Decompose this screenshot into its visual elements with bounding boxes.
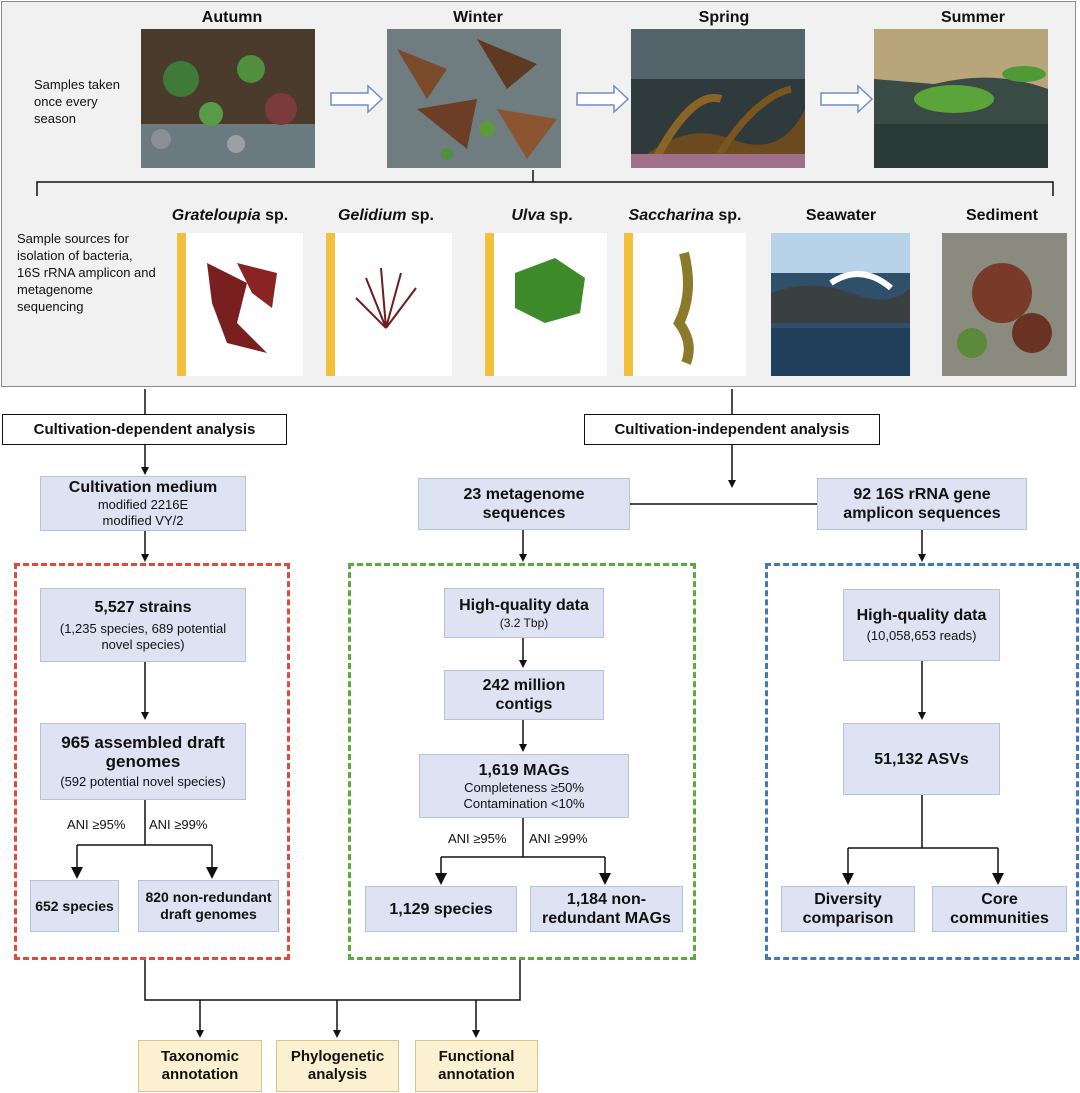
season-arrow-spring-summer — [820, 84, 874, 114]
header-cultivation-independent: Cultivation-independent analysis — [584, 414, 880, 445]
mg-high-quality-sub: (3.2 Tbp) — [499, 615, 549, 630]
mags-completeness: Completeness ≥50% — [464, 779, 584, 795]
dependent-species-box: 652 species — [30, 880, 119, 932]
draft-genomes-sub: (592 potential novel species) — [60, 774, 226, 789]
draft-genomes-title: 965 assembled draft genomes — [61, 733, 225, 771]
mags-title: 1,619 MAGs — [478, 761, 570, 779]
draft-genomes-box: 965 assembled draft genomes (592 potenti… — [40, 723, 246, 800]
season-label-winter: Winter — [453, 9, 503, 26]
grateloupia-genus: Grateloupia — [171, 207, 261, 224]
gelidium-genus: Gelidium — [337, 207, 407, 224]
source-label-gelidium: Gelidium sp. — [311, 207, 461, 225]
grateloupia-photo — [177, 233, 303, 376]
strains-box: 5,527 strains (1,235 species, 689 potent… — [40, 588, 246, 662]
saccharina-photo — [624, 233, 746, 376]
gelidium-sp: sp. — [406, 207, 434, 224]
mg-high-quality-title: High-quality data — [459, 596, 589, 614]
line-genomes-split — [77, 800, 212, 846]
mg-ani95: ANI ≥95% — [448, 831, 507, 846]
dependent-ani95: ANI ≥95% — [67, 817, 126, 832]
mg-species-label: 1,129 species — [389, 900, 493, 918]
dependent-species-label: 652 species — [35, 897, 114, 914]
contigs-label: 242 million contigs — [482, 677, 566, 713]
source-label-ulva: Ulva sp. — [467, 207, 617, 225]
autumn-photo — [141, 29, 315, 168]
seawater-photo — [771, 233, 910, 376]
ulva-photo — [485, 233, 607, 376]
cultivation-medium-line2: modified VY/2 — [102, 513, 184, 528]
metagenome-sequences-box: 23 metagenome sequences — [418, 478, 630, 530]
functional-annotation-box: Functional annotation — [415, 1040, 538, 1092]
amp-high-quality-box: High-quality data (10,058,653 reads) — [843, 589, 1000, 661]
ulva-sp: sp. — [545, 207, 573, 224]
metagenome-group — [348, 563, 696, 960]
season-arrow-winter-spring — [576, 84, 630, 114]
amp-high-quality-sub: (10,058,653 reads) — [866, 628, 977, 643]
samples-taken-label: Samples taken once every season — [34, 77, 120, 126]
core-communities-box: Core communities — [932, 886, 1067, 932]
diversity-box: Diversity comparison — [781, 886, 915, 932]
diversity-label: Diversity comparison — [802, 891, 894, 927]
asvs-box: 51,132 ASVs — [843, 723, 1000, 795]
amplicon-group — [765, 563, 1079, 960]
source-label-sediment: Sediment — [965, 207, 1038, 224]
phylogenetic-analysis-box: Phylogenetic analysis — [276, 1040, 399, 1092]
season-label-spring: Spring — [698, 9, 750, 26]
contigs-box: 242 million contigs — [444, 670, 604, 720]
cultivation-medium-box: Cultivation medium modified 2216E modifi… — [40, 476, 246, 531]
dependent-group — [14, 563, 290, 960]
dependent-nonredundant-label: 820 non-redundant draft genomes — [145, 889, 272, 922]
mg-nonredundant-box: 1,184 non-redundant MAGs — [530, 886, 683, 932]
winter-photo — [387, 29, 561, 168]
cultivation-medium-line1: modified 2216E — [97, 497, 189, 512]
sample-sources-label: Sample sources for isolation of bacteria… — [17, 231, 156, 314]
grateloupia-sp: sp. — [260, 207, 289, 224]
core-communities-label: Core communities — [950, 891, 1049, 927]
amplicon-sequences-label: 92 16S rRNA gene amplicon sequences — [843, 486, 1001, 522]
mg-ani99: ANI ≥99% — [529, 831, 588, 846]
season-arrow-autumn-winter — [330, 84, 384, 114]
season-arrows — [330, 84, 874, 114]
line-bottom-merge — [144, 960, 521, 1001]
sediment-photo — [942, 233, 1067, 376]
mg-nonredundant-label: 1,184 non-redundant MAGs — [542, 891, 671, 927]
strains-sub: (1,235 species, 689 potential novel spec… — [59, 620, 227, 652]
saccharina-genus: Saccharina — [628, 207, 714, 224]
dependent-ani99: ANI ≥99% — [149, 817, 208, 832]
strains-title: 5,527 strains — [94, 598, 192, 616]
metagenome-sequences-label: 23 metagenome sequences — [463, 486, 585, 522]
spring-photo — [631, 29, 805, 168]
line-asvs-split — [848, 795, 998, 849]
season-label-autumn: Autumn — [201, 9, 263, 26]
summer-photo — [874, 29, 1048, 168]
source-label-grateloupia: Grateloupia sp. — [155, 207, 305, 225]
mags-box: 1,619 MAGs Completeness ≥50% Contaminati… — [419, 754, 629, 818]
saccharina-sp: sp. — [713, 207, 742, 224]
taxonomic-annotation-box: Taxonomic annotation — [138, 1040, 262, 1092]
header-cultivation-dependent: Cultivation-dependent analysis — [2, 414, 287, 445]
line-mags-split — [441, 818, 605, 858]
amplicon-sequences-box: 92 16S rRNA gene amplicon sequences — [817, 478, 1027, 530]
cultivation-medium-title: Cultivation medium — [68, 479, 218, 496]
mg-species-box: 1,129 species — [365, 886, 517, 932]
source-label-seawater: Seawater — [805, 207, 877, 224]
ulva-genus: Ulva — [511, 207, 546, 224]
asvs-label: 51,132 ASVs — [874, 750, 969, 768]
amp-high-quality-title: High-quality data — [856, 607, 987, 624]
dependent-nonredundant-box: 820 non-redundant draft genomes — [138, 880, 279, 932]
source-label-saccharina: Saccharina sp. — [610, 207, 760, 225]
gelidium-photo — [326, 233, 452, 376]
season-label-summer: Summer — [940, 9, 1006, 26]
season-bracket — [36, 170, 1054, 196]
mg-high-quality-box: High-quality data (3.2 Tbp) — [444, 588, 604, 638]
mags-contamination: Contamination <10% — [463, 795, 585, 811]
